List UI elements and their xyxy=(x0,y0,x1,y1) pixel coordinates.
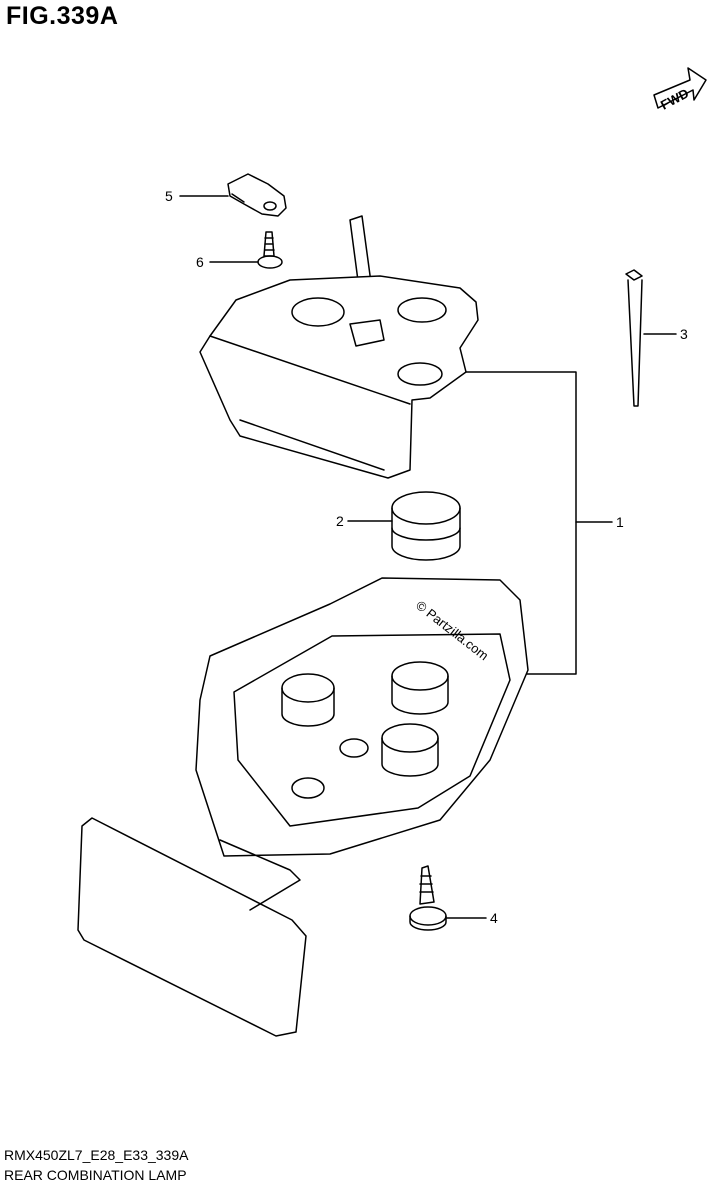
reflector-plate xyxy=(77,817,307,1037)
lamp-base-tray xyxy=(195,577,529,857)
figure-title: FIG.339A xyxy=(6,2,119,30)
part-2-grommet xyxy=(391,491,461,561)
diagram-code: RMX450ZL7_E28_E33_339A xyxy=(4,1147,189,1163)
part-4-screw xyxy=(409,865,447,931)
leader-1 xyxy=(465,371,613,675)
callout-3: 3 xyxy=(680,326,688,342)
fwd-label: FWD xyxy=(658,86,691,113)
callout-4: 4 xyxy=(490,910,498,926)
fwd-arrow-icon xyxy=(653,67,707,109)
part-3-cable-tie xyxy=(625,269,643,407)
callout-6: 6 xyxy=(196,254,204,270)
callout-5: 5 xyxy=(165,188,173,204)
part-6-screw xyxy=(257,231,283,269)
callout-1: 1 xyxy=(616,514,624,530)
part-5-clamp xyxy=(227,173,287,217)
diagram-title: REAR COMBINATION LAMP xyxy=(4,1167,187,1183)
part-1-lamp-housing xyxy=(199,215,479,479)
callout-2: 2 xyxy=(336,513,344,529)
